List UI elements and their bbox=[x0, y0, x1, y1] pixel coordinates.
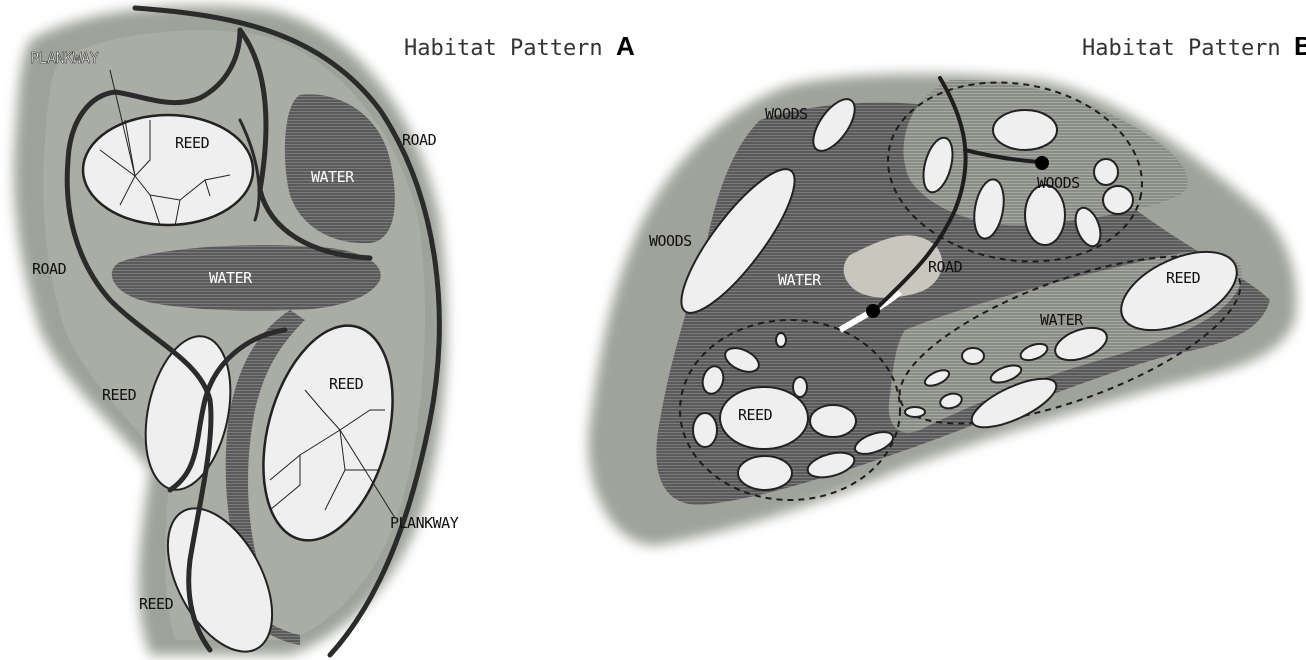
panel-a-label-reed-left: REED bbox=[102, 386, 137, 404]
panel-b-woods-top bbox=[812, 98, 856, 152]
panel-b-node-top bbox=[1035, 156, 1049, 170]
panel-a-water-upper bbox=[284, 94, 395, 244]
panel-b-label-water-center: WATER bbox=[778, 271, 822, 289]
panel-b-title: Habitat Pattern B bbox=[1082, 31, 1306, 62]
panel-a-reed-top bbox=[81, 113, 255, 227]
panel-a-label-reed-bottom: REED bbox=[139, 595, 174, 613]
panel-a-title-letter: A bbox=[615, 31, 635, 61]
panel-b-label-woods-right: WOODS bbox=[1037, 174, 1080, 192]
panel-b-label-woods-top: WOODS bbox=[765, 105, 808, 123]
panel-a-label-road-left: ROAD bbox=[32, 260, 67, 278]
panel-a-roads bbox=[64, 5, 442, 658]
panel-b-map: WOODS WOODS WOODS WATER ROAD WATER REED … bbox=[588, 73, 1297, 546]
panel-a-plankway-bottom bbox=[269, 389, 396, 519]
panel-b-water-patches bbox=[904, 250, 1238, 429]
panel-b-label-reed-bottom: REED bbox=[738, 406, 773, 424]
panel-a-label-plankway-top: PLANKWAY bbox=[30, 49, 99, 67]
panel-a-label-water-upper: WATER bbox=[311, 168, 355, 186]
panel-b-dashed-zones bbox=[679, 81, 1242, 501]
panel-b-zone-water bbox=[898, 255, 1242, 425]
panel-b-woods-left bbox=[680, 168, 796, 314]
panel-b-reed-patches bbox=[692, 332, 895, 491]
panel-a-label-road-right: ROAD bbox=[402, 131, 437, 149]
panel-a-label-plankway-bottom: PLANKWAY bbox=[390, 514, 459, 532]
panel-b-title-letter: B bbox=[1293, 31, 1306, 61]
panel-b-title-prefix: Habitat Pattern bbox=[1082, 36, 1281, 61]
panel-a-label-reed-right: REED bbox=[329, 375, 364, 393]
panel-b-node-road bbox=[866, 304, 880, 318]
panel-a-map: PLANKWAY REED WATER ROAD ROAD WATER REED… bbox=[13, 5, 459, 658]
panel-a-reed-right bbox=[262, 324, 394, 542]
panel-b-woods-patches bbox=[922, 109, 1134, 248]
panel-a-plankway-top bbox=[99, 69, 231, 227]
panel-b-label-reed-right: REED bbox=[1166, 269, 1201, 287]
panel-a-title: Habitat Pattern A bbox=[404, 31, 635, 62]
panel-a-label-water-middle: WATER bbox=[209, 269, 253, 287]
panel-b-label-water-right: WATER bbox=[1040, 311, 1084, 329]
panel-a-label-reed-top: REED bbox=[175, 134, 210, 152]
panel-a-water-channel bbox=[225, 310, 305, 570]
panel-b-zone-reed bbox=[679, 319, 901, 501]
panel-b-reed-right bbox=[1120, 250, 1238, 332]
panel-b-label-road: ROAD bbox=[928, 258, 963, 276]
panel-b-zone-woods bbox=[887, 81, 1143, 263]
panel-b-label-woods-left: WOODS bbox=[649, 232, 692, 250]
panel-a-water-middle bbox=[111, 245, 381, 311]
panel-b-roads bbox=[873, 76, 1042, 312]
panel-a-title-prefix: Habitat Pattern bbox=[404, 36, 603, 61]
